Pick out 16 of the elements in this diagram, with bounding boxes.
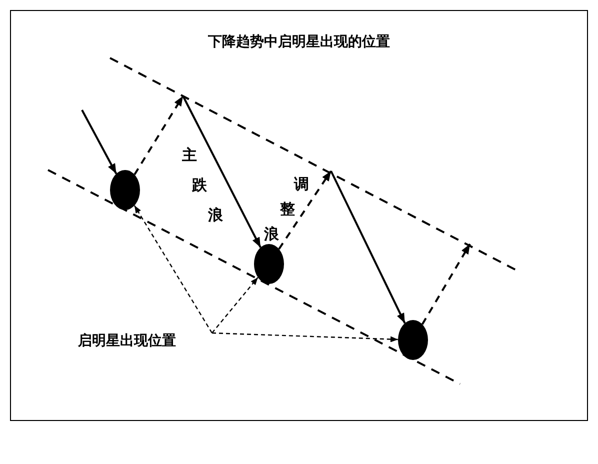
annotation-text: 启明星出现位置 <box>78 330 212 352</box>
arrow <box>182 96 262 248</box>
edge-label: 调整浪 <box>264 175 309 245</box>
leader-arrow <box>134 205 213 334</box>
candle-dot <box>110 170 140 210</box>
leader-arrow <box>212 332 398 342</box>
candle-dot <box>398 320 428 360</box>
candle-dot <box>254 244 284 284</box>
arrow <box>421 244 471 325</box>
arrow <box>278 170 332 250</box>
arrow <box>81 110 118 174</box>
leader-arrow <box>212 277 258 334</box>
arrow <box>134 95 184 176</box>
edge-label: 主跌浪 <box>181 146 223 226</box>
arrow <box>330 170 406 324</box>
diagram-title: 下降趋势中启明星出现的位置 <box>207 33 391 51</box>
